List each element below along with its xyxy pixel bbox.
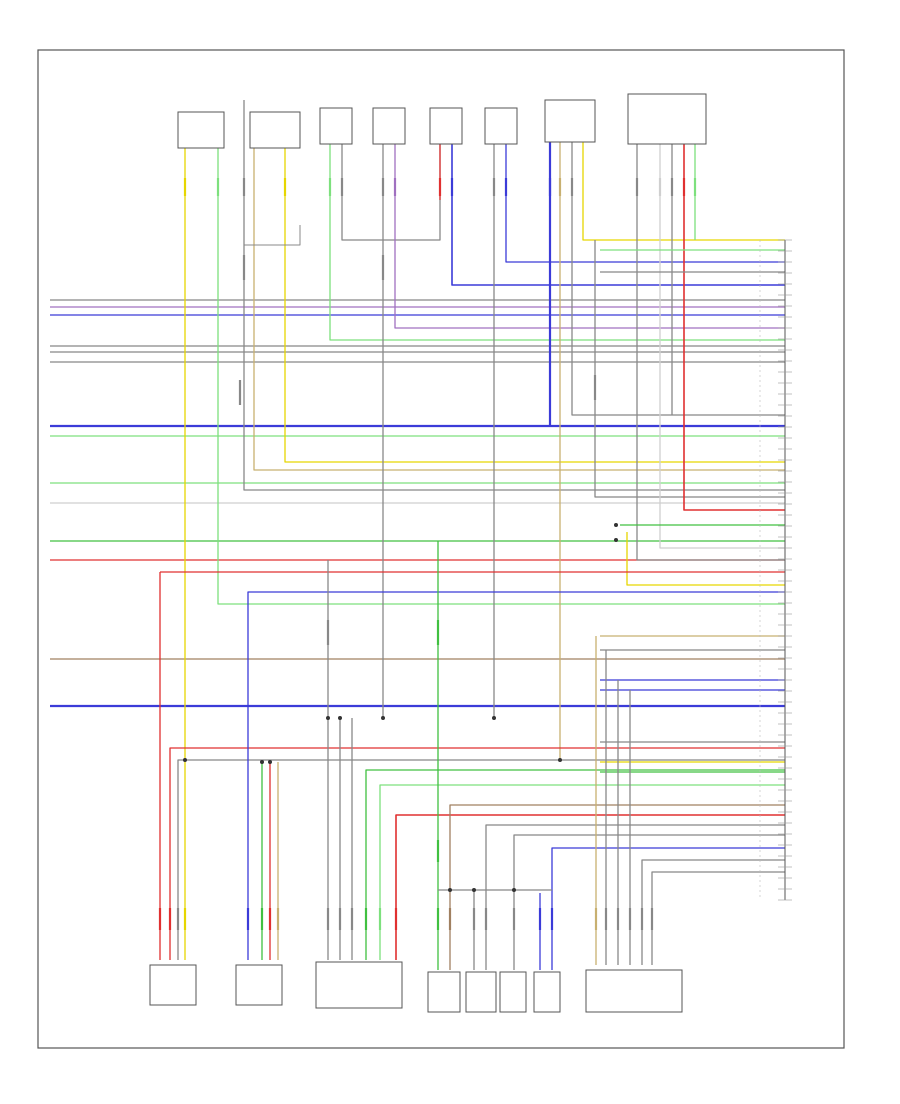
switch-bottom-7 — [533, 971, 561, 1013]
splice-dot — [492, 716, 496, 720]
switch-top-3-wire-a — [329, 144, 785, 341]
diagram-frame — [37, 49, 845, 1049]
splice-dot — [448, 888, 452, 892]
splice-dot — [558, 758, 562, 762]
splice-dot — [472, 888, 476, 892]
sensor-bottom-2 — [235, 964, 283, 1006]
module-bottom-3-wire-e — [379, 784, 785, 960]
switch-bottom-7-wire-b — [551, 847, 785, 970]
components-layer — [149, 93, 786, 1013]
switch-top-5 — [429, 107, 463, 145]
module-top-8-wire-d — [683, 144, 785, 511]
module-bottom-8 — [585, 969, 683, 1013]
splice-dot — [512, 888, 516, 892]
switch-bottom-5 — [465, 971, 497, 1013]
sensor-top-2-wire-c — [284, 148, 785, 463]
splice-dot — [183, 758, 187, 762]
module-bottom-3 — [315, 961, 403, 1009]
ecu-top-1 — [177, 111, 225, 149]
splice-dot — [614, 538, 618, 542]
sensor-top-2 — [249, 111, 301, 149]
sensor-top-2-wire-b — [253, 148, 785, 471]
ground-stub-wire-b — [626, 532, 785, 586]
ecu-bottom-1-wire-c — [177, 759, 785, 960]
splice-dot — [338, 716, 342, 720]
splice-dot — [260, 760, 264, 764]
switch-bottom-4 — [427, 971, 461, 1013]
switch-bottom-6 — [499, 971, 527, 1013]
ecu-bottom-1 — [149, 964, 197, 1006]
relay-top-7-wire-c — [571, 142, 785, 416]
switch-top-4-wire-b — [394, 144, 785, 329]
switch-bottom-5-wire-b — [485, 824, 785, 970]
splice-dot — [614, 523, 618, 527]
sensor-top-2-wire-d — [244, 225, 301, 246]
sensor-bottom-2-wire-a — [247, 591, 785, 960]
splice-dot — [381, 716, 385, 720]
switch-top-5-wire-b — [451, 144, 785, 286]
splice-dot — [326, 716, 330, 720]
wires-layer — [50, 100, 785, 970]
module-top-8-wire-a — [636, 144, 785, 561]
ecu-bottom-1-wire-b — [169, 747, 785, 960]
ecu-top-1-wire-b — [217, 148, 785, 605]
relay-top-7 — [544, 99, 596, 143]
switch-bottom-6-wire-a — [513, 834, 785, 970]
connector-pins-layer — [158, 178, 792, 930]
switch-top-3 — [319, 107, 353, 145]
module-bottom-3-wire-f — [395, 814, 785, 960]
sensor-top-2-wire-a — [243, 100, 785, 491]
module-top-8 — [627, 93, 707, 145]
switch-top-6-wire-b — [505, 144, 785, 263]
switch-top-4 — [372, 107, 406, 145]
module-top-8-wire-b — [659, 144, 785, 549]
switch-top-6 — [484, 107, 518, 145]
relay-top-7-wire-e — [594, 240, 785, 498]
module-bottom-3-wire-d — [365, 769, 785, 960]
switch-top-3-wire-b — [341, 144, 441, 241]
module-bottom-8-wire-e — [641, 859, 785, 965]
module-bottom-8-wire-f — [651, 871, 785, 965]
splice-dot — [268, 760, 272, 764]
relay-top-7-wire-d — [582, 142, 785, 241]
